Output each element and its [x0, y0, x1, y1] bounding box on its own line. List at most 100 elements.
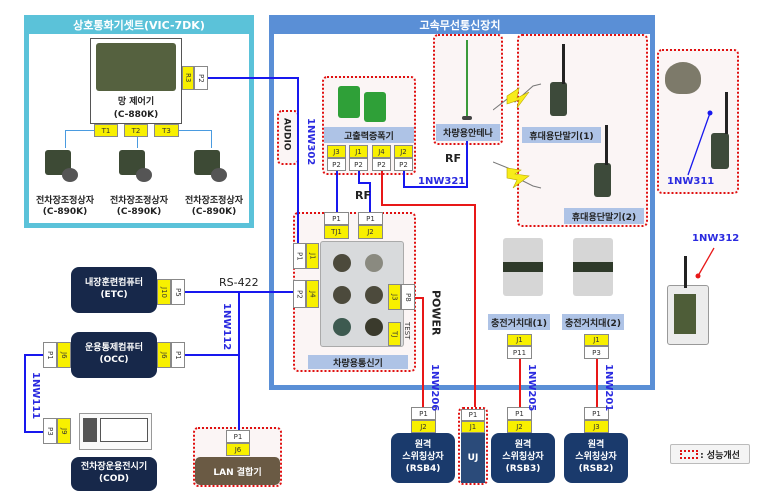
helmet-2-icon — [136, 168, 152, 182]
amplifier-device-icon-1 — [338, 86, 360, 118]
wire-amp-j4-power — [381, 171, 383, 205]
charger-1-device-icon — [503, 238, 543, 296]
station-3-name: 전차장조정상자 — [185, 196, 243, 206]
cod-name: 전차장운용전시기 — [80, 462, 148, 473]
vc-left-port-1-j: J1 — [306, 243, 319, 269]
uj-j1: J1 — [461, 421, 485, 433]
t3-line-v — [211, 130, 212, 148]
etc-p5: P5 — [171, 279, 185, 305]
t2-line — [137, 137, 138, 148]
uj-box-frame — [458, 407, 488, 485]
antenna-name: 차량용안테나 — [436, 124, 500, 141]
radio-screen — [674, 294, 696, 334]
connector-icon — [333, 318, 351, 336]
wire-amp-j2 — [403, 171, 405, 187]
charger-2-device-icon — [573, 238, 613, 296]
wire-1nw111-v — [24, 354, 26, 432]
rsb4-p1: P1 — [411, 407, 436, 420]
port-t3: T3 — [154, 124, 179, 137]
occ-right-j6: J6 — [157, 342, 171, 368]
connector-icon — [365, 286, 383, 304]
network-controller: 망 제어기 (C-880K) — [90, 38, 182, 124]
wire-amp-j1 — [358, 171, 360, 183]
vc-right-port-1-p: P8 — [401, 284, 415, 310]
rsb2-model: (RSB2) — [578, 463, 614, 474]
cable-1nw311: 1NW311 — [667, 176, 715, 187]
wire-controller-p2 — [208, 77, 298, 79]
vc-test-label: TEST — [403, 322, 411, 340]
wire-1nw205 — [519, 359, 521, 407]
vehicle-radio-device-icon — [667, 285, 709, 345]
wire-amp-j4-power-h — [381, 204, 475, 206]
legend-swatch — [680, 449, 699, 459]
handheld-1-name: 휴대용단말기(1) — [522, 127, 601, 143]
amp-port-j3: J3 — [327, 145, 346, 158]
cod-model: (COD) — [99, 474, 129, 484]
antenna-icon — [466, 40, 468, 118]
occ-left-p1: P1 — [43, 342, 57, 368]
connector-icon — [333, 286, 351, 304]
wire-occ — [185, 354, 239, 356]
charger-1-p: P11 — [507, 346, 532, 359]
lan-j6: J6 — [226, 443, 250, 456]
port-t2: T2 — [124, 124, 148, 137]
station-1-model: (C-890K) — [42, 207, 88, 217]
occ-model: (OCC) — [99, 355, 129, 365]
cable-1nw111: 1NW111 — [30, 372, 41, 420]
connector-icon — [365, 254, 383, 272]
hs-comm-title-bar — [269, 15, 655, 34]
helmet-icon — [665, 62, 701, 94]
legend-text: : 성능개선 — [700, 450, 740, 461]
vehicle-radio-antenna-icon — [684, 256, 687, 288]
controller-name: 망 제어기 — [117, 97, 155, 107]
rsb4-model: (RSB4) — [405, 463, 441, 474]
handheld-2-antenna-icon — [605, 125, 608, 165]
station-3-model: (C-890K) — [191, 207, 237, 217]
handheld-2-device-icon — [594, 163, 611, 197]
charger-2-name: 충전거치대(2) — [562, 314, 624, 330]
rsb3-model: (RSB3) — [505, 463, 541, 474]
rsb3-j2: J2 — [507, 420, 532, 433]
amp-port-j4: J4 — [372, 145, 391, 158]
vc-left-port-2-j: J4 — [306, 280, 319, 308]
power-label: POWER — [429, 290, 443, 336]
wire-1nw112 — [238, 291, 240, 430]
wire-power-p8 — [415, 297, 423, 299]
lan-combiner: LAN 결합기 — [195, 457, 280, 485]
wire-amp-j1-v2 — [369, 182, 371, 212]
wire-power-p8-v — [422, 297, 424, 407]
rsb3-name: 스위칭상자 — [502, 452, 544, 463]
helmet-1-icon — [62, 168, 78, 182]
wire-1nw201 — [596, 359, 598, 407]
cod-p3: P3 — [43, 418, 57, 444]
antenna-base-icon — [462, 116, 472, 120]
wire-amp-j1-h — [358, 182, 370, 184]
amp-port-j2-p2: P2 — [394, 158, 413, 171]
charger-1-j: J1 — [507, 334, 532, 346]
cod-display-icon — [79, 413, 152, 450]
amplifier-device-icon-2 — [364, 92, 386, 122]
station-2-model: (C-890K) — [116, 207, 162, 217]
legend: : 성능개선 — [670, 444, 750, 464]
etc-name: 내장훈련컴퓨터 — [85, 278, 143, 289]
uj-p1: P1 — [461, 409, 485, 421]
controller-device-icon — [96, 43, 176, 91]
controller-connector-r3: R3 — [182, 66, 194, 90]
nw311-pointer — [687, 110, 713, 176]
wire-1nw111-top — [24, 354, 43, 356]
nw312-pointer — [695, 247, 715, 279]
charger-strap — [573, 262, 613, 272]
uj-name: UJ — [467, 453, 479, 463]
vc-left-port-2-p: P2 — [293, 280, 306, 308]
rf-label-antenna: RF — [445, 152, 461, 165]
controller-model: (C-880K) — [113, 110, 159, 120]
wire-amp-j2-h — [403, 186, 467, 188]
amp-port-j2: J2 — [394, 145, 413, 158]
cable-1nw321: 1NW321 — [418, 176, 466, 187]
amp-port-j3-p2: P2 — [327, 158, 346, 171]
rsb3-p1: P1 — [507, 407, 532, 420]
connector-icon — [333, 254, 351, 272]
amp-port-j1: J1 — [349, 145, 368, 158]
uj-box: UJ — [461, 433, 485, 483]
vehicle-comm-name: 차량용통신기 — [308, 355, 408, 369]
